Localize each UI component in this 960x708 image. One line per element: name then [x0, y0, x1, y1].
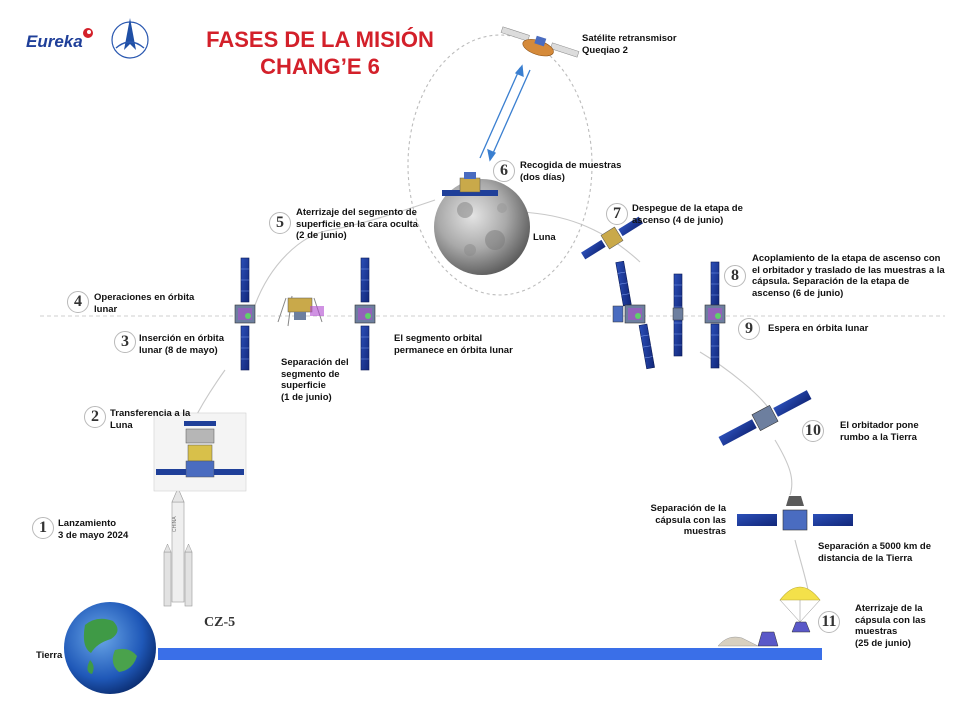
- step-label-7: Despegue de la etapa de ascenso (4 de ju…: [632, 203, 743, 226]
- lander-on-moon: [442, 172, 498, 196]
- distance-separation-label: Separación a 5000 km de distancia de la …: [818, 541, 932, 564]
- relay-link-arrows: [479, 64, 531, 162]
- step-number-1: 1: [32, 517, 54, 539]
- step-number-2: 2: [84, 406, 106, 428]
- step-number-6: 6: [493, 160, 515, 182]
- parachute-icon: [779, 586, 821, 623]
- lander-separation-icon: [277, 295, 324, 327]
- step-label-4: Operaciones en órbita lunar: [94, 292, 195, 315]
- step-number-8: 8: [724, 265, 746, 287]
- step-number-4: 4: [67, 291, 89, 313]
- capsule-separation-icon: [737, 496, 853, 531]
- orbiter-lunar-insertion-icon: [234, 257, 256, 371]
- moon-label: Luna: [533, 232, 556, 243]
- trajectory-lines: [169, 34, 809, 591]
- step-label-6: Recogida de muestras (dos días): [520, 160, 622, 183]
- relay-label: Satélite retransmisor Queqiao 2: [582, 33, 677, 56]
- step-label-3: Inserción en órbita lunar (8 de mayo): [139, 333, 224, 356]
- step-number-7: 7: [606, 203, 628, 225]
- step-label-1: Lanzamiento 3 de mayo 2024: [58, 518, 129, 541]
- step-number-11: 11: [818, 611, 840, 633]
- cnsa-logo: [111, 18, 149, 59]
- ascent-stage-icon: [581, 216, 643, 260]
- step-label-2: Transferencia a la Luna: [110, 408, 191, 431]
- svg-text:CHINA: CHINA: [172, 516, 178, 532]
- capsule-separation-label: Separación de la cápsula con las muestra…: [650, 503, 726, 537]
- step-label-10: El orbitador pone rumbo a la Tierra: [840, 420, 919, 443]
- surface-separation-label: Separación del segmento de superficie (1…: [281, 357, 349, 403]
- step-number-10: 10: [802, 420, 824, 442]
- orbital-segment-label: El segmento orbital permanece en órbita …: [394, 333, 513, 356]
- orbiter-waiting-icon: [704, 261, 726, 369]
- step-label-5: Aterrizaje del segmento de superficie en…: [296, 207, 418, 241]
- orbiter-to-earth-icon: [718, 390, 812, 446]
- moon-icon: [434, 179, 530, 275]
- step-number-5: 5: [269, 212, 291, 234]
- title-line-2: CHANG’E 6: [260, 54, 380, 79]
- docking-panel-icon: [672, 273, 684, 357]
- eureka-logo: [83, 28, 93, 38]
- step-label-8: Acoplamiento de la etapa de ascenso con …: [752, 253, 945, 299]
- orbital-segment-icon: [354, 257, 376, 371]
- earth-icon: [64, 602, 156, 694]
- docking-spacecraft-icon: [612, 260, 655, 370]
- relay-satellite-icon: [500, 26, 580, 58]
- step-label-9: Espera en órbita lunar: [768, 323, 869, 334]
- page-title: FASES DE LA MISIÓN CHANG’E 6: [190, 26, 450, 80]
- rocket-icon: CHINA: [163, 487, 193, 607]
- earth-surface-bar: [158, 648, 822, 660]
- capsule-icon: [717, 621, 811, 647]
- eureka-logo-text: Eureka: [26, 32, 83, 51]
- earth-label: Tierra: [36, 650, 63, 661]
- transfer-spacecraft-icon: [153, 412, 247, 492]
- rocket-label: CZ-5: [204, 615, 236, 630]
- step-label-11: Aterrizaje de la cápsula con las muestra…: [855, 603, 926, 649]
- step-number-9: 9: [738, 318, 760, 340]
- step-number-3: 3: [114, 331, 136, 353]
- title-line-1: FASES DE LA MISIÓN: [206, 27, 434, 52]
